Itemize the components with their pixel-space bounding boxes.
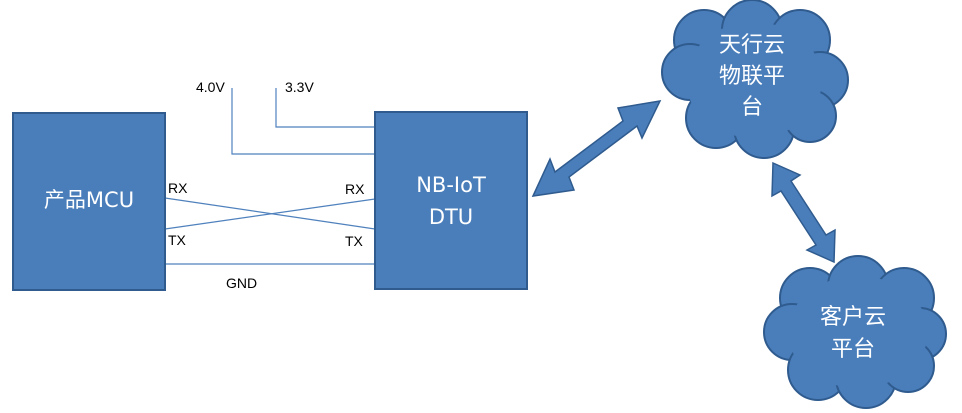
wire-4v	[231, 88, 375, 155]
dtu-rx-label: RX	[345, 181, 365, 197]
dtu-label-line1: NB-IoT	[416, 173, 486, 197]
product-mcu-box: 产品MCU	[12, 112, 166, 291]
double-arrow-dtu-cloud	[531, 100, 662, 197]
gnd-label: GND	[226, 275, 257, 291]
wires	[164, 88, 376, 265]
tianxing-cloud-line2: 物联平	[719, 64, 785, 89]
tianxing-cloud-line1: 天行云	[719, 33, 785, 58]
voltage-3v3-label: 3.3V	[285, 79, 314, 95]
dtu-label-line2: DTU	[429, 205, 473, 229]
voltage-4v-label: 4.0V	[196, 79, 225, 95]
mcu-rx-label: RX	[168, 180, 188, 196]
double-arrow-cloud-cloud	[771, 161, 836, 264]
customer-cloud-line1: 客户云	[820, 305, 886, 330]
tianxing-iot-cloud: 天行云 物联平 台	[661, 0, 849, 159]
mcu-tx-label: TX	[168, 232, 187, 248]
wire-tx-rx-cross	[164, 198, 376, 230]
wire-3v3	[275, 88, 375, 128]
tianxing-cloud-line3: 台	[741, 95, 763, 120]
nbiot-dtu-box: NB-IoT DTU	[374, 111, 528, 290]
customer-cloud: 客户云 平台	[763, 255, 947, 409]
dtu-tx-label: TX	[345, 233, 364, 249]
customer-cloud-line2: 平台	[831, 337, 875, 362]
mcu-label: 产品MCU	[44, 188, 134, 212]
